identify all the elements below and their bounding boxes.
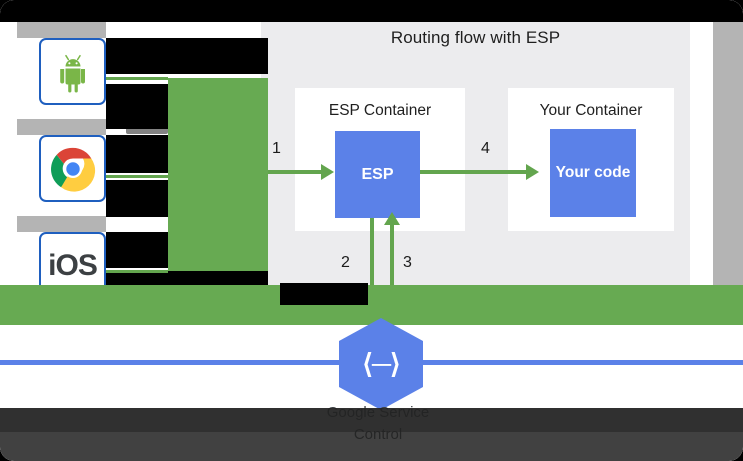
black-top-bar	[0, 0, 743, 22]
esp-box: ESP	[335, 131, 420, 218]
black-occluder-8	[280, 283, 368, 305]
arrow-3-line	[390, 224, 394, 338]
arrow-4-head	[526, 164, 539, 180]
grey-strip-1	[17, 22, 106, 38]
hexagon-shape	[339, 318, 423, 410]
black-occluder-1	[106, 38, 268, 74]
black-occluder-3	[106, 135, 168, 173]
arrow-2-line	[370, 218, 374, 338]
grey-strip-3	[17, 216, 106, 232]
android-tile	[39, 38, 106, 105]
esp-container-label: ESP Container	[328, 102, 432, 119]
green-occluder-block	[168, 78, 268, 271]
gcp-hexagon: ⟨─⟩	[339, 318, 423, 410]
black-occluder-2	[106, 84, 168, 129]
step-number-2: 2	[341, 254, 350, 271]
diagram-title: Routing flow with ESP	[390, 28, 561, 47]
api-code-icon: ⟨─⟩	[362, 348, 400, 379]
chrome-connector-line	[106, 175, 168, 178]
bottom-dark-overlay-soft	[0, 408, 743, 432]
smudge-mark-1	[126, 126, 168, 134]
your-code-box: Your code	[550, 129, 636, 217]
android-icon	[59, 54, 85, 92]
arrow-3-head	[384, 212, 400, 225]
chrome-icon	[50, 147, 95, 192]
your-container-label: Your Container	[539, 102, 643, 119]
grey-strip-2	[17, 119, 106, 135]
black-occluder-5	[106, 232, 168, 268]
green-occluder-band	[0, 285, 743, 325]
arrow-1-line	[263, 170, 325, 174]
step-number-1: 1	[272, 140, 281, 157]
arrow-1-head	[321, 164, 334, 180]
chrome-tile	[39, 135, 106, 202]
grey-strip-right	[713, 22, 743, 288]
arrow-4-line	[420, 170, 532, 174]
black-occluder-4	[106, 180, 168, 217]
step-number-3: 3	[403, 254, 412, 271]
android-connector-line	[106, 77, 168, 80]
ios-label: iOS	[48, 248, 98, 282]
step-number-4: 4	[481, 140, 490, 157]
